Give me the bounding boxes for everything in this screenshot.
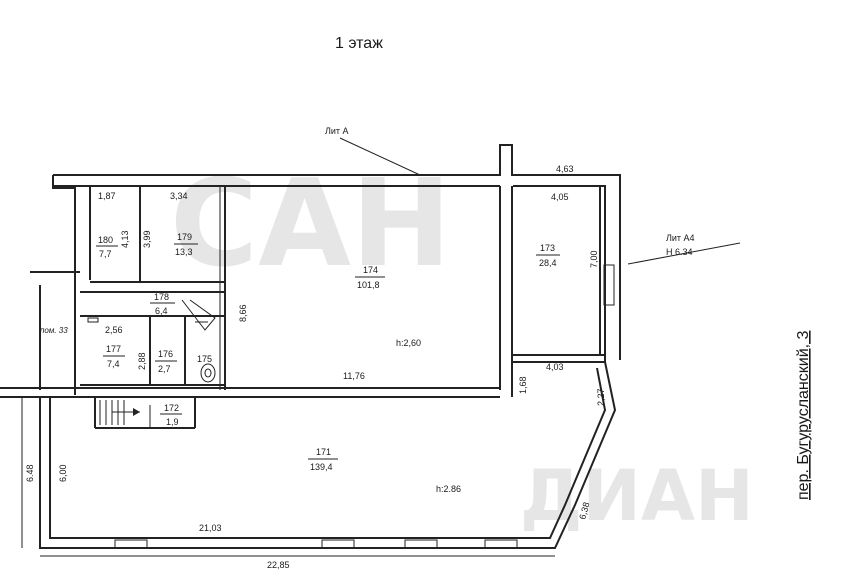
dim-label: 6,38	[577, 501, 591, 521]
room-height: h:2,60	[396, 338, 421, 348]
dim-label: 6,00	[58, 464, 68, 482]
room-area: 2,7	[158, 364, 171, 374]
room-area: 7,7	[99, 249, 112, 259]
room-number: 175	[197, 354, 212, 364]
room-number: 171	[316, 447, 331, 457]
street-label: пер. Бугурусланский, 3	[795, 330, 812, 500]
room-179: 179 13,3	[174, 232, 198, 257]
dim-label: 4,05	[551, 192, 569, 202]
svg-text:САН: САН	[170, 155, 451, 294]
dim-label: 2,27	[596, 388, 606, 406]
svg-text:ДИАН: ДИАН	[520, 455, 754, 537]
room-number: 172	[164, 403, 179, 413]
dim-label: 4,13	[120, 230, 130, 248]
dim-label: 8,66	[238, 304, 248, 322]
room-174: 174 101,8 h:2,60	[355, 265, 421, 348]
dim-label: 1,87	[98, 191, 116, 201]
dimensions: 1,87 4,13 3,34 3,99 4,63 4,05 7,00 8,66 …	[25, 164, 606, 570]
room-area: 28,4	[539, 258, 557, 268]
dim-label: 4,63	[556, 164, 574, 174]
dim-label: 2,88	[137, 352, 147, 370]
dim-label: 4,03	[546, 362, 564, 372]
lit-a4-height: Н 6.34	[666, 247, 693, 257]
room-number: 177	[106, 344, 121, 354]
leader-lit-a4	[627, 242, 741, 265]
room-area: 6,4	[155, 306, 168, 316]
room-180: 180 7,7	[96, 235, 118, 259]
room-178: 178 6,4	[150, 292, 175, 316]
room-175: 175	[197, 354, 212, 364]
lit-a-label: Лит А	[325, 126, 349, 136]
room-number: 174	[363, 265, 378, 275]
page-title: 1 этаж	[335, 35, 383, 52]
room-176: 176 2,7	[155, 349, 177, 374]
dim-label: 22,85	[267, 560, 290, 570]
leader-lit-a	[339, 137, 421, 176]
dim-label: 1,68	[518, 376, 528, 394]
windows	[114, 539, 518, 549]
room-area: 7,4	[107, 359, 120, 369]
room-area: 101,8	[357, 280, 380, 290]
stair-icon	[99, 400, 140, 425]
dim-label: 11,76	[343, 371, 365, 381]
room-height: h:2.86	[436, 484, 461, 494]
room-number: 178	[154, 292, 169, 302]
room-177: 177 7,4	[103, 344, 125, 369]
pom33-label: пом. 33	[40, 326, 68, 335]
dim-label: 6.48	[25, 464, 35, 482]
room-number: 176	[158, 349, 173, 359]
dim-label: 3,34	[170, 191, 188, 201]
dim-label: 2,56	[105, 325, 123, 335]
walls	[0, 144, 621, 557]
small-stair-icon	[181, 299, 216, 331]
dim-label: 21,03	[199, 523, 222, 533]
room-number: 173	[540, 243, 555, 253]
lit-a4-label: Лит А4	[666, 233, 695, 243]
room-number: 179	[177, 232, 192, 242]
room-area: 1,9	[166, 417, 179, 427]
room-area: 13,3	[175, 247, 193, 257]
room-172: 172 1,9	[160, 403, 182, 427]
dim-label: 3,99	[142, 230, 152, 248]
dim-label: 7,00	[589, 250, 599, 268]
toilet-icon	[200, 363, 216, 383]
watermark: САН ДИАН	[170, 155, 754, 537]
room-173: 173 28,4	[536, 243, 560, 268]
room-171: 171 139,4 h:2.86	[308, 447, 461, 494]
room-number: 180	[98, 235, 113, 245]
room-area: 139,4	[310, 462, 333, 472]
